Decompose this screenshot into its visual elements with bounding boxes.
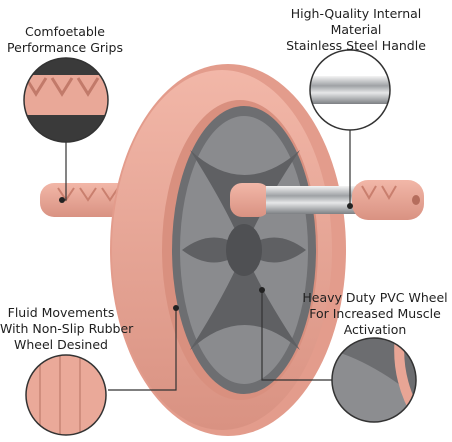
callout-rubber: Fluid Movements With Non-Slip Rubber Whe… xyxy=(0,305,134,353)
zoom-grips xyxy=(23,57,109,143)
zoom-rubber-tire xyxy=(25,354,107,436)
callout-handle: High-Quality Internal Material Stainless… xyxy=(276,6,436,54)
callout-grips-line: Performance Grips xyxy=(7,40,123,55)
zoom-pvc-wheel xyxy=(331,337,417,423)
zoom-steel-handle xyxy=(309,49,391,131)
callout-handle-line: Material xyxy=(330,22,382,37)
callout-rubber-line: With Non-Slip Rubber xyxy=(0,321,134,336)
callout-rubber-line: Wheel Desined xyxy=(14,337,108,352)
right-handle xyxy=(230,180,424,220)
callout-grips: Comfoetable Performance Grips xyxy=(4,24,126,56)
callout-grips-line: Comfoetable xyxy=(25,24,105,39)
callout-wheel-line: Heavy Duty PVC Wheel xyxy=(302,290,448,305)
callout-wheel: Heavy Duty PVC Wheel For Increased Muscl… xyxy=(300,290,450,338)
callout-handle-line: High-Quality Internal xyxy=(290,6,422,21)
wheel-hub xyxy=(172,106,316,394)
callout-wheel-line: Activation xyxy=(343,322,407,337)
callout-handle-line: Stainless Steel Handle xyxy=(286,38,426,53)
callout-dots xyxy=(59,197,353,311)
callout-rubber-line: Fluid Movements xyxy=(7,305,115,320)
callout-wheel-line: For Increased Muscle xyxy=(309,306,441,321)
